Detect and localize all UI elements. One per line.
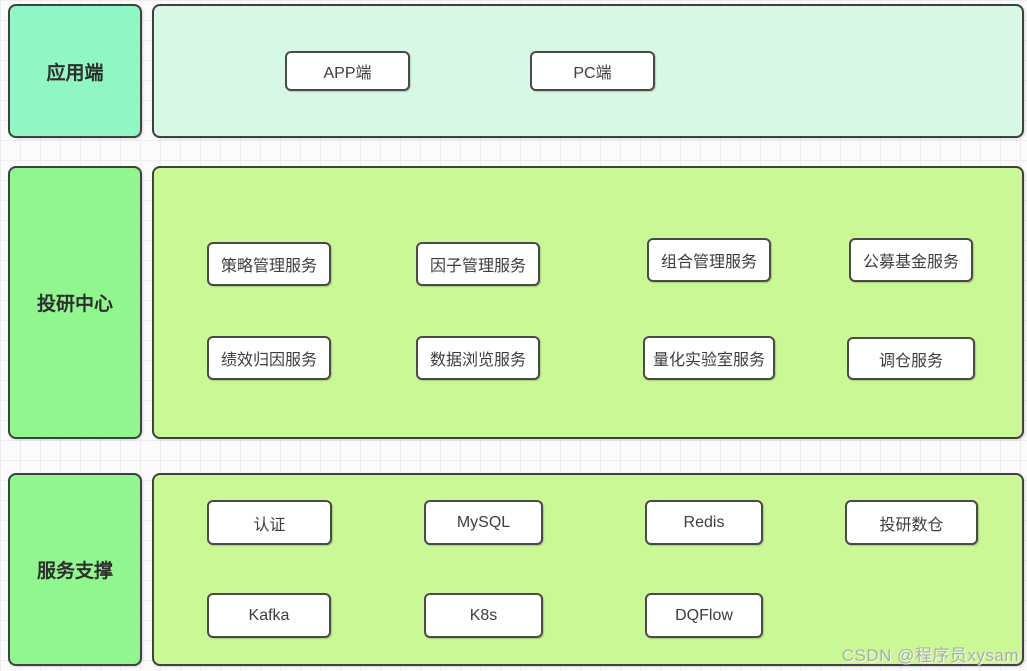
node-quant-lab: 量化实验室服务 (643, 336, 775, 380)
section-label-service-support: 服务支撑 (8, 473, 142, 666)
node-performance-attribution: 绩效归因服务 (207, 336, 331, 380)
section-label-application: 应用端 (8, 4, 142, 138)
node-mysql: MySQL (424, 500, 543, 545)
node-portfolio-management: 组合管理服务 (647, 238, 771, 282)
node-dqflow: DQFlow (645, 593, 763, 638)
node-app-client: APP端 (285, 51, 410, 91)
node-factor-management: 因子管理服务 (416, 242, 540, 286)
node-rebalancing-service: 调仓服务 (847, 337, 975, 380)
section-label-research-center: 投研中心 (8, 166, 142, 439)
section-content-service-support: 认证 MySQL Redis 投研数仓 Kafka K8s DQFlow (152, 473, 1024, 666)
node-pc-client: PC端 (530, 51, 655, 91)
node-redis: Redis (645, 500, 763, 545)
node-strategy-management: 策略管理服务 (207, 242, 331, 286)
section-content-research-center: 策略管理服务 因子管理服务 组合管理服务 公募基金服务 绩效归因服务 数据浏览服… (152, 166, 1024, 439)
node-data-browsing: 数据浏览服务 (416, 336, 540, 380)
node-k8s: K8s (424, 593, 543, 638)
node-public-fund-service: 公募基金服务 (849, 238, 973, 282)
node-kafka: Kafka (207, 593, 331, 638)
section-content-application: APP端 PC端 (152, 4, 1024, 138)
node-research-data-warehouse: 投研数仓 (845, 500, 978, 545)
csdn-watermark: CSDN @程序员xysam (841, 646, 1019, 665)
node-auth: 认证 (207, 500, 332, 545)
